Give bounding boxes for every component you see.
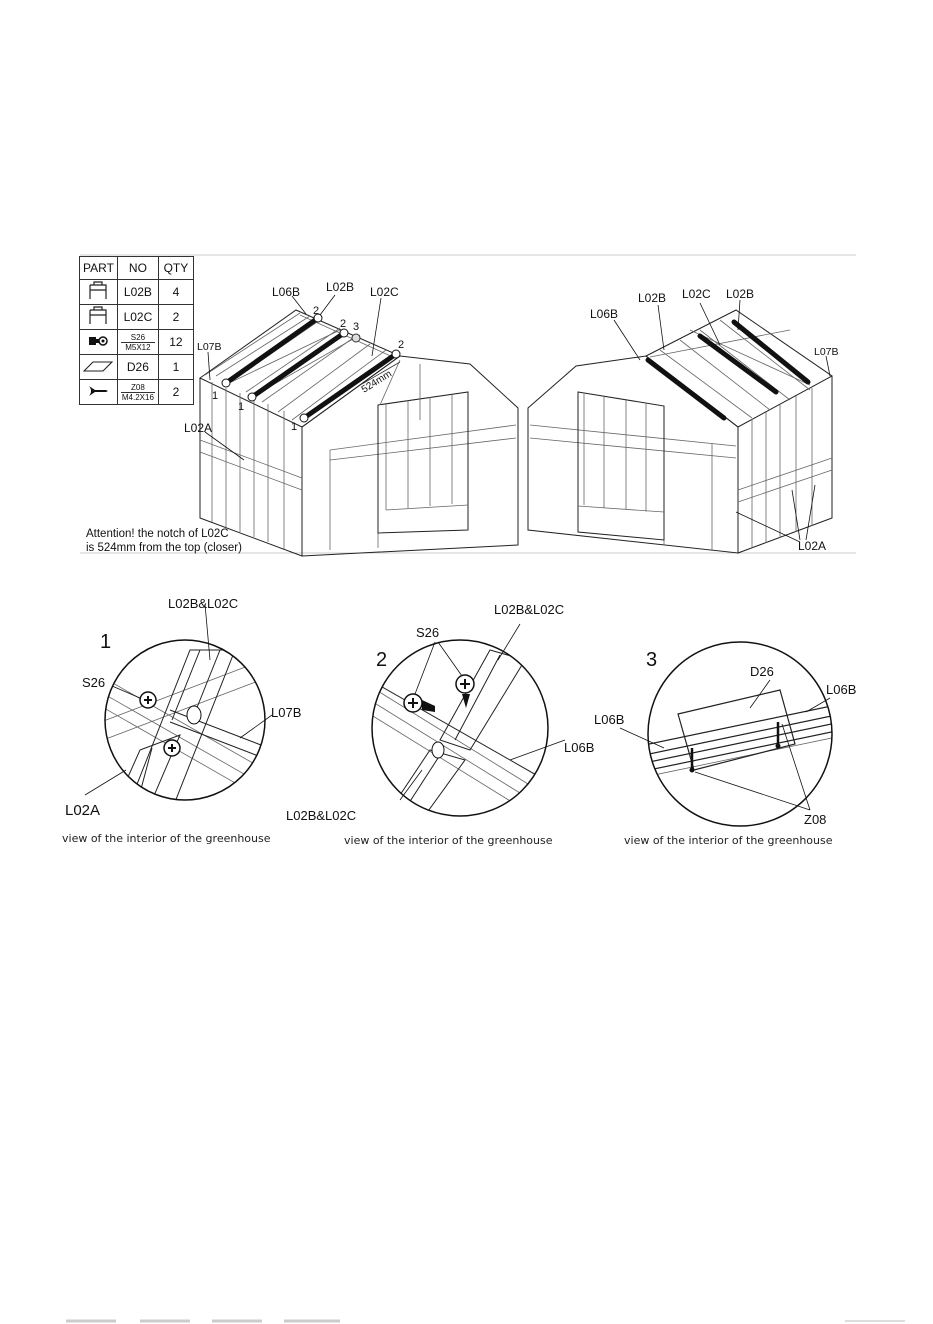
header-qty: QTY bbox=[157, 256, 194, 280]
parts-table: PART NO QTY L02B 4 L02C 2 S26 M5X12 12 D… bbox=[79, 256, 194, 405]
label-right-l07b: L07B bbox=[814, 346, 839, 358]
table-row: D26 1 bbox=[79, 354, 194, 380]
label-l02a: L02A bbox=[184, 421, 212, 435]
detail-1-number: 1 bbox=[100, 631, 111, 653]
bolt-nut-icon bbox=[79, 329, 118, 355]
label-l06b: L06B bbox=[272, 285, 300, 299]
marker-1a: 1 bbox=[212, 390, 218, 402]
part-no: D26 bbox=[116, 354, 159, 380]
header-no: NO bbox=[116, 256, 159, 280]
label-right-l02a: L02A bbox=[798, 539, 826, 553]
detail-2-number: 2 bbox=[376, 649, 387, 671]
label-right-l02c: L02C bbox=[682, 287, 711, 301]
detail-1-label-l07b: L07B bbox=[271, 705, 301, 720]
detail-3-caption: view of the interior of the greenhouse bbox=[624, 834, 833, 847]
label-right-l02b-b: L02B bbox=[726, 287, 754, 301]
detail-3-label-l06b-left: L06B bbox=[594, 712, 624, 727]
detail-1-label-top: L02B&L02C bbox=[168, 596, 238, 611]
part-qty: 12 bbox=[157, 329, 194, 355]
detail-3-number: 3 bbox=[646, 649, 657, 671]
label-l02b: L02B bbox=[326, 280, 354, 294]
detail-2-label-bottom: L02B&L02C bbox=[286, 808, 356, 823]
attention-line-2: is 524mm from the top (closer) bbox=[86, 542, 242, 554]
label-right-l02b-a: L02B bbox=[638, 291, 666, 305]
part-no-bottom: M4.2X16 bbox=[121, 392, 154, 402]
detail-3-label-l06b-right: L06B bbox=[826, 682, 856, 697]
detail-2-label-s26: S26 bbox=[416, 625, 439, 640]
attention-line-1: Attention! the notch of L02C bbox=[86, 528, 229, 540]
detail-3-label-d26: D26 bbox=[750, 664, 774, 679]
greenhouse-diagram: L06B L02B L02C L07B L02A 1 1 1 2 2 2 3 5… bbox=[80, 254, 856, 557]
part-qty: 2 bbox=[157, 379, 194, 405]
table-row: L02C 2 bbox=[79, 304, 194, 330]
part-no: L02C bbox=[116, 304, 159, 330]
table-row: S26 M5X12 12 bbox=[79, 329, 194, 355]
roof-bar-right-3 bbox=[731, 319, 811, 385]
header-part: PART bbox=[79, 256, 118, 280]
plate-icon bbox=[79, 354, 118, 380]
marker-1c: 1 bbox=[291, 421, 297, 433]
roof-bar-l02b-2 bbox=[249, 330, 347, 400]
detail-3: 3 D26 L06B L06B Z08 bbox=[594, 641, 856, 827]
part-no-top: Z08 bbox=[120, 383, 155, 393]
greenhouse-left bbox=[199, 309, 519, 557]
roof-bar-right-1 bbox=[645, 357, 727, 421]
part-no: L02B bbox=[116, 279, 159, 305]
greenhouse-right bbox=[527, 309, 833, 554]
part-qty: 2 bbox=[157, 304, 194, 330]
detail-1-label-s26: S26 bbox=[82, 675, 105, 690]
roof-bar-right-2 bbox=[697, 333, 779, 395]
marker-2a: 2 bbox=[313, 305, 319, 317]
marker-2b: 2 bbox=[340, 318, 346, 330]
screw-icon bbox=[79, 379, 118, 405]
parts-table-header: PART NO QTY bbox=[79, 256, 194, 280]
roof-bar-l02c bbox=[301, 351, 399, 421]
detail-1: 1 L02B&L02C S26 L07B L02A bbox=[65, 596, 301, 819]
attention-note: Attention! the notch of L02C is 524mm fr… bbox=[86, 527, 242, 555]
table-row: Z08 M4.2X16 2 bbox=[79, 379, 194, 405]
detail-3-label-z08: Z08 bbox=[804, 812, 826, 827]
detail-2-caption: view of the interior of the greenhouse bbox=[344, 834, 553, 847]
label-l02c: L02C bbox=[370, 285, 399, 299]
roof-bar-l02b-1 bbox=[223, 315, 321, 386]
label-l07b: L07B bbox=[197, 341, 222, 353]
part-no-top: S26 bbox=[120, 333, 155, 343]
detail-2: 2 L02B&L02C S26 L06B L02B&L02C bbox=[286, 602, 594, 823]
footer-strip bbox=[66, 1319, 905, 1323]
detail-2-label-l06b: L06B bbox=[564, 740, 594, 755]
detail-2-label-top: L02B&L02C bbox=[494, 602, 564, 617]
label-right-l06b: L06B bbox=[590, 307, 618, 321]
part-no-bottom: M5X12 bbox=[125, 342, 151, 352]
marker-1b: 1 bbox=[238, 401, 244, 413]
detail-1-caption: view of the interior of the greenhouse bbox=[62, 832, 271, 845]
detail-1-label-l02a: L02A bbox=[65, 802, 100, 819]
marker-2c: 2 bbox=[398, 339, 404, 351]
marker-3: 3 bbox=[353, 321, 359, 333]
